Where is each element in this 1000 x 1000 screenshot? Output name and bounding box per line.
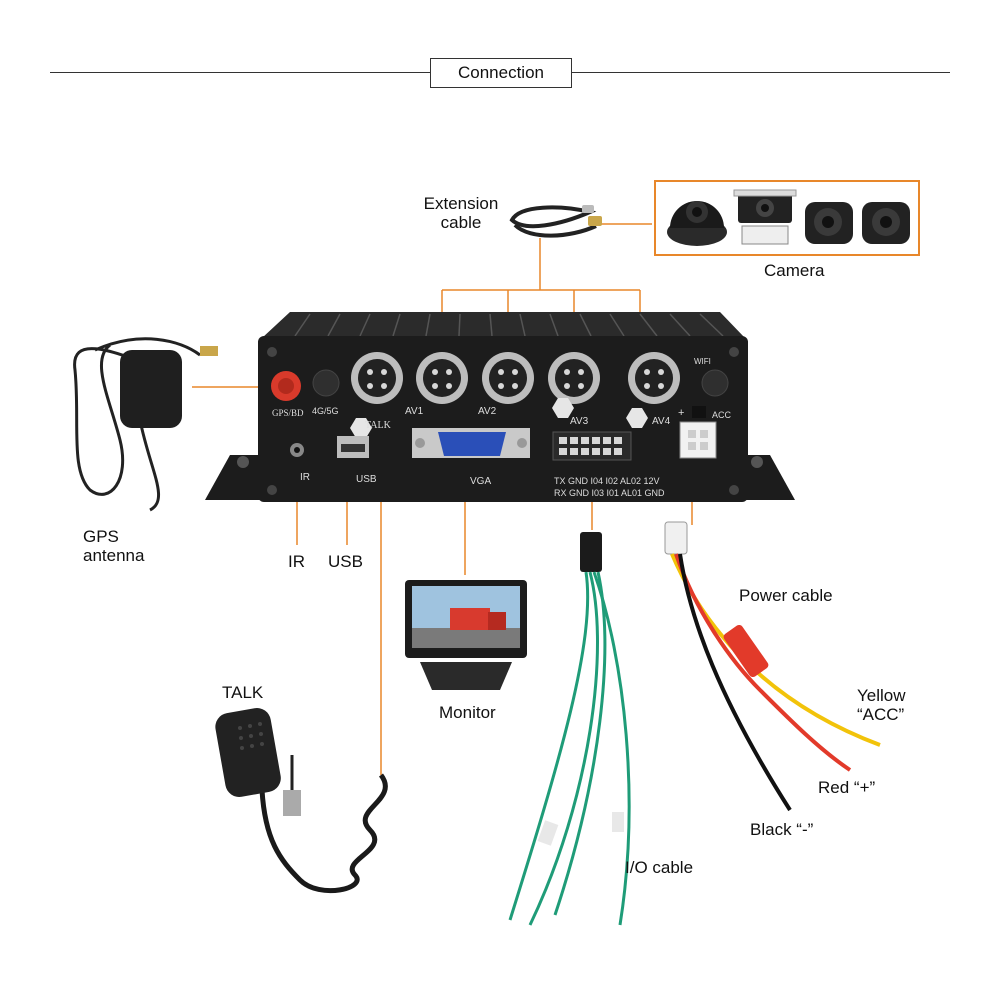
talk-microphone-image	[215, 707, 388, 894]
av4-port-label: AV4	[652, 416, 671, 427]
io-cable-label: I/O cable	[625, 858, 694, 877]
acc-port-label: ACC	[712, 410, 732, 420]
plus-port-label: +	[678, 407, 685, 419]
dome-camera-icon	[667, 201, 727, 246]
io-pin-row1-label: TX GND I04 I02 AL02 12V	[554, 476, 660, 486]
yellow-acc-label: Yellow “ACC”	[857, 686, 906, 724]
io-cable-image	[508, 532, 631, 926]
monitor-image	[405, 580, 527, 690]
vga-port-label: VGA	[470, 476, 492, 487]
talk-port-label: TALK	[365, 420, 391, 431]
wifi-port-label: WIFI	[694, 357, 711, 366]
net-port-label: 4G/5G	[312, 406, 339, 416]
usb-port-label: USB	[356, 474, 377, 485]
black-minus-label: Black “-”	[750, 820, 814, 839]
gps-antenna-image	[73, 337, 218, 512]
gps-antenna-label: GPS antenna	[83, 527, 145, 565]
io-cable-tags	[537, 812, 624, 846]
extension-cable-label: Extension cable	[423, 194, 499, 232]
header-rule-left	[50, 72, 430, 73]
dvr-device	[205, 312, 795, 502]
av1-port-label: AV1	[405, 406, 424, 417]
av3-port-label: AV3	[570, 416, 589, 427]
side-camera-icon-1	[805, 202, 853, 244]
side-camera-icon-2	[862, 202, 910, 244]
usb-label: USB	[328, 552, 363, 571]
gps-port-label: GPS/BD	[272, 408, 304, 418]
av2-port-label: AV2	[478, 406, 497, 417]
camera-group-box	[654, 180, 920, 256]
box-camera-icon	[733, 189, 797, 245]
page-title: Connection	[430, 58, 572, 88]
io-pin-row2-label: RX GND I03 I01 AL01 GND	[554, 488, 665, 498]
camera-label: Camera	[764, 261, 825, 280]
talk-label: TALK	[222, 683, 264, 702]
header-rule-right	[570, 72, 950, 73]
monitor-label: Monitor	[439, 703, 496, 722]
extension-cable-image	[509, 205, 602, 238]
power-cable-label: Power cable	[739, 586, 833, 605]
ir-port-label: IR	[300, 472, 310, 483]
ir-label: IR	[288, 552, 305, 571]
av-connectors	[351, 352, 680, 404]
red-plus-label: Red “+”	[818, 778, 876, 797]
power-cable-image	[664, 521, 881, 812]
